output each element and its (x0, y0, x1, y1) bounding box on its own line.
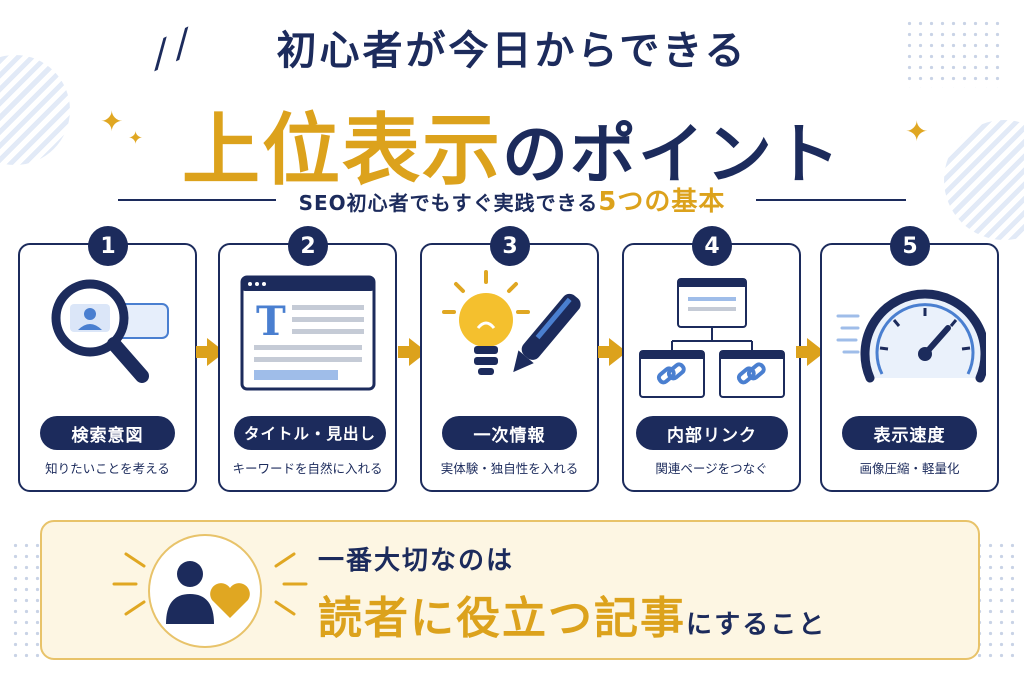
document-heading-icon: T (240, 275, 376, 391)
sparkle-icon: ✦ (100, 105, 124, 138)
step-card-3 (420, 243, 599, 492)
lightbulb-pen-icon (442, 270, 581, 375)
subtitle-rule-right (756, 199, 906, 201)
arrow-tail (398, 346, 410, 358)
step-number-badge: 5 (890, 226, 930, 266)
step-label-pill: 内部リンク (636, 416, 788, 450)
subtitle-lead: SEO初心者でもすぐ実践できる (298, 191, 599, 215)
person-heart-icon (166, 561, 250, 624)
arrow-tail (796, 346, 808, 358)
sparkle-icon: ✦ (905, 115, 929, 148)
arrow-tail (196, 346, 208, 358)
banner-highlight: 読者に役立つ記事 (318, 593, 686, 644)
title-highlight: 上位表示 (181, 106, 502, 196)
emphasis-lines-icon (274, 552, 308, 616)
step-number-badge: 2 (288, 226, 328, 266)
step-label-pill: 検索意図 (40, 416, 175, 450)
page-link-tree-icon (639, 278, 785, 398)
speedometer-icon (836, 289, 986, 383)
step-number-badge: 4 (692, 226, 732, 266)
step-description: 実体験・独自性を入れる (440, 461, 579, 476)
subtitle-rule-left (118, 199, 276, 201)
step-description: キーワードを自然に入れる (232, 461, 383, 476)
step-label-pill: タイトル・見出し (234, 416, 386, 450)
subtitle: SEO初心者でもすぐ実践できる5つの基本 (0, 181, 1024, 218)
magnifier-profile-icon (51, 279, 169, 383)
step-number-badge: 3 (490, 226, 530, 266)
dot-pattern-bottom-right (974, 540, 1014, 660)
step-description: 関連ページをつなぐ (655, 461, 768, 476)
step-description: 画像圧縮・軽量化 (859, 461, 960, 476)
sparkle-small-icon: ✦ (128, 128, 144, 149)
svg-text:T: T (256, 298, 286, 345)
banner-rest: にすること (686, 610, 827, 640)
step-label-pill: 表示速度 (842, 416, 977, 450)
arrow-tail (598, 346, 610, 358)
banner-line1: 一番大切なのは (318, 546, 515, 576)
title-line2: 上位表示のポイント (0, 88, 1024, 200)
dot-pattern-top-right (904, 18, 1004, 88)
title-line1: 初心者が今日からできる (276, 28, 748, 74)
step-label-pill: 一次情報 (442, 416, 577, 450)
step-description: 知りたいことを考える (45, 461, 170, 476)
step-number-badge: 1 (88, 226, 128, 266)
emphasis-lines-icon (112, 552, 146, 616)
subtitle-highlight: 5つの基本 (598, 187, 726, 217)
banner-line2: 読者に役立つ記事にすること (318, 582, 826, 646)
title-rest: のポイント (502, 116, 842, 193)
